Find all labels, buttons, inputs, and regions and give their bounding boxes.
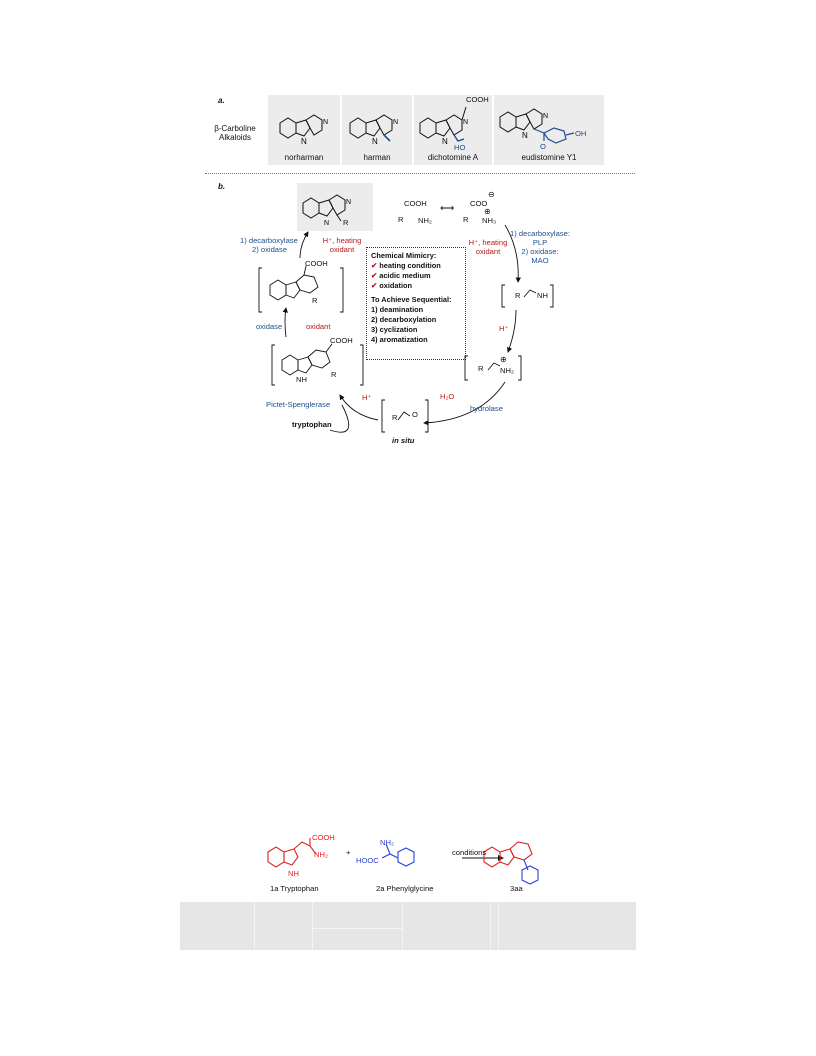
pg-nh2: NH₂ bbox=[380, 838, 394, 847]
svg-text:N: N bbox=[543, 113, 548, 120]
alkaloid-dichotomine-a: N N COOH HO dichotomine A bbox=[414, 95, 492, 165]
left-chemical-steps: H⁺, heating oxidant bbox=[322, 236, 362, 254]
sequence-item: 3) cyclization bbox=[371, 325, 418, 334]
imine-nh: NH bbox=[537, 291, 548, 300]
zwitterion-coo: COO bbox=[470, 199, 488, 208]
conditions-label: conditions bbox=[452, 848, 487, 857]
product-r: R bbox=[343, 218, 349, 227]
check-icon: ✔ bbox=[371, 271, 378, 280]
harman-structure-icon: N N bbox=[349, 114, 398, 146]
product-label: 3aa bbox=[510, 884, 523, 893]
panel-divider bbox=[205, 173, 635, 174]
plus-charge-icon: ⊕ bbox=[484, 207, 491, 216]
check-icon: ✔ bbox=[371, 281, 378, 290]
aldehyde-o: O bbox=[412, 410, 418, 419]
h2o-label: H₂O bbox=[440, 392, 455, 401]
svg-text:N: N bbox=[324, 220, 329, 227]
svg-text:N: N bbox=[442, 137, 448, 146]
oxidant-label: oxidant bbox=[306, 322, 331, 331]
sequence-item: 2) decarboxylation bbox=[371, 315, 437, 324]
alkaloid-name: dichotomine A bbox=[427, 153, 479, 162]
dichotomine-cooh: COOH bbox=[466, 95, 489, 104]
oxidase-label: oxidase bbox=[256, 322, 283, 331]
zwitterion-r: R bbox=[463, 215, 469, 224]
in-situ-label: in situ bbox=[392, 436, 415, 445]
aldehyde-r: R bbox=[392, 413, 398, 422]
tryptophan-label: tryptophan bbox=[292, 420, 332, 429]
svg-text:N: N bbox=[372, 137, 378, 146]
trp-nh2: NH₂ bbox=[314, 850, 328, 859]
imine-r: R bbox=[515, 291, 521, 300]
alkaloid-norharman: N N norharman bbox=[268, 95, 340, 165]
minus-charge-icon: ⊖ bbox=[488, 190, 495, 199]
right-chemical-steps: H⁺, heating oxidant bbox=[468, 238, 508, 256]
equilibrium-arrow: ⟷ bbox=[440, 203, 455, 214]
iminium-nh2: NH₂ bbox=[500, 366, 514, 375]
thbc-cooh: COOH bbox=[330, 336, 353, 345]
mimicry-item: ✔acidic medium bbox=[371, 271, 431, 280]
panel-b-tag: b. bbox=[218, 182, 226, 191]
sequence-item: 1) deamination bbox=[371, 305, 424, 314]
left-enzyme-steps: 1) decarboxylase 2) oxidase bbox=[240, 236, 298, 254]
sequence-item: 4) aromatization bbox=[371, 335, 428, 344]
beta-carboline-product: N N R bbox=[297, 183, 373, 231]
trp-label: 1a Tryptophan bbox=[270, 884, 319, 893]
dichotomine-ho: HO bbox=[454, 143, 466, 152]
zwitterion-nh3: NH₃ bbox=[482, 216, 497, 225]
h-plus-1: H⁺ bbox=[499, 324, 509, 333]
trp-cooh: COOH bbox=[312, 833, 335, 842]
beta-carboline-icon: N N bbox=[302, 194, 351, 227]
eudistomine-structure-icon: N N bbox=[499, 108, 575, 144]
eudistomine-oh: OH bbox=[575, 129, 587, 138]
check-icon: ✔ bbox=[371, 261, 378, 270]
hydrolase-label: hydrolase bbox=[470, 404, 503, 413]
alkaloid-name: norharman bbox=[284, 153, 324, 162]
amino-acid-r: R bbox=[398, 215, 404, 224]
svg-text:N: N bbox=[463, 119, 468, 126]
eudistomine-o: O bbox=[540, 142, 546, 151]
trp-nh: NH bbox=[288, 869, 299, 878]
group-label-line2: Alkaloids bbox=[218, 133, 251, 142]
reaction-scheme bbox=[267, 838, 539, 885]
group-label-line1: β-Carboline bbox=[214, 124, 256, 133]
dhbc-r: R bbox=[312, 296, 318, 305]
svg-text:N: N bbox=[323, 119, 328, 126]
thbc-nh: NH bbox=[296, 375, 307, 384]
h-plus-2: H⁺ bbox=[362, 393, 372, 402]
chemical-mimicry-box: Chemical Mimicry: ✔heating condition ✔ac… bbox=[366, 247, 466, 360]
alkaloid-eudistomine-y1: N N O OH eudistomine Y1 bbox=[494, 95, 604, 165]
svg-text:N: N bbox=[393, 119, 398, 126]
dichotomine-structure-icon: N N bbox=[419, 106, 468, 146]
norharman-structure-icon: N N bbox=[279, 114, 328, 146]
iminium-plus-icon: ⊕ bbox=[500, 355, 507, 364]
svg-text:N: N bbox=[522, 131, 528, 140]
dhbc-cooh: COOH bbox=[305, 259, 328, 268]
mimicry-item: ✔oxidation bbox=[371, 281, 413, 290]
alkaloid-harman: N N harman bbox=[342, 95, 412, 165]
thbc-r: R bbox=[331, 370, 337, 379]
pg-hooc: HOOC bbox=[356, 856, 379, 865]
nh-label: N bbox=[301, 137, 307, 146]
pictet-spenglerase-label: Pictet-Spenglerase bbox=[266, 400, 331, 409]
iminium-r: R bbox=[478, 364, 484, 373]
pg-label: 2a Phenylglycine bbox=[376, 884, 434, 893]
right-enzyme-steps: 1) decarboxylase: PLP 2) oxidase: MAO bbox=[510, 229, 570, 265]
amino-acid-nh2: NH₂ bbox=[418, 216, 432, 225]
amino-acid-cooh: COOH bbox=[404, 199, 427, 208]
group-label: β-Carboline Alkaloids bbox=[200, 124, 270, 142]
alkaloid-name: harman bbox=[363, 153, 391, 162]
mimicry-title: Chemical Mimicry: bbox=[371, 251, 437, 260]
alkaloid-name: eudistomine Y1 bbox=[521, 153, 577, 162]
panel-a-tag: a. bbox=[218, 96, 225, 105]
plus-sign: + bbox=[346, 848, 351, 857]
mimicry-item: ✔heating condition bbox=[371, 261, 441, 270]
sequence-title: To Achieve Sequential: bbox=[371, 295, 452, 304]
svg-text:N: N bbox=[346, 199, 351, 206]
table-header-bar bbox=[180, 902, 636, 950]
